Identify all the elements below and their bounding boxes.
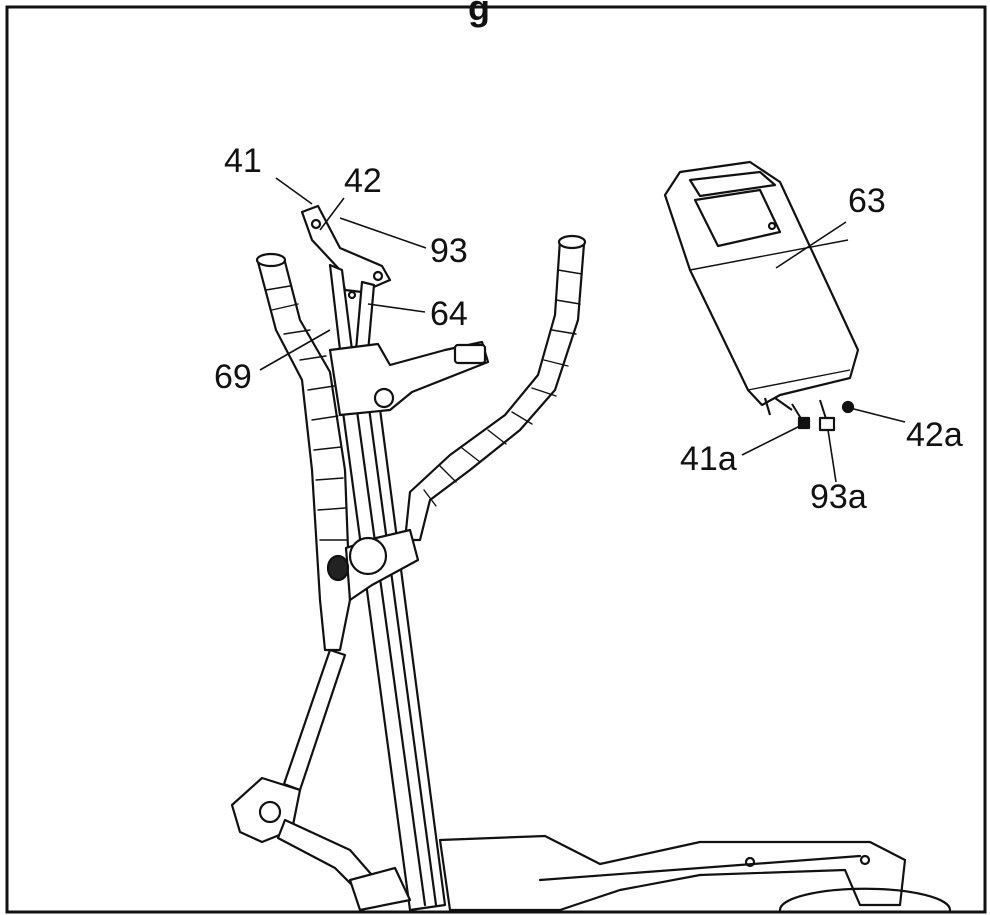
- callout-41a: 41a: [680, 440, 737, 478]
- callout-63: 63: [848, 182, 886, 220]
- left-handlebar: [256, 256, 352, 652]
- base-frame: [438, 834, 907, 912]
- mast-bracket: [300, 204, 392, 294]
- elliptical-frame: [230, 204, 952, 912]
- callout-69: 69: [214, 358, 252, 396]
- callout-41: 41: [224, 142, 262, 180]
- console-unit: [663, 160, 860, 432]
- callout-42: 42: [344, 162, 382, 200]
- figure-heading-fragment: g: [468, 0, 490, 28]
- callout-42a: 42a: [906, 416, 963, 454]
- main-post: [334, 346, 447, 912]
- console-screen: [693, 188, 782, 248]
- callout-93a: 93a: [810, 478, 867, 516]
- rear-strut: [282, 648, 347, 792]
- leader-lines: [259, 177, 906, 483]
- callout-64: 64: [430, 295, 468, 333]
- console-bolt-42a: [841, 400, 855, 414]
- diagram-border: [5, 5, 987, 914]
- right-handlebar: [403, 238, 586, 542]
- callout-93: 93: [430, 232, 468, 270]
